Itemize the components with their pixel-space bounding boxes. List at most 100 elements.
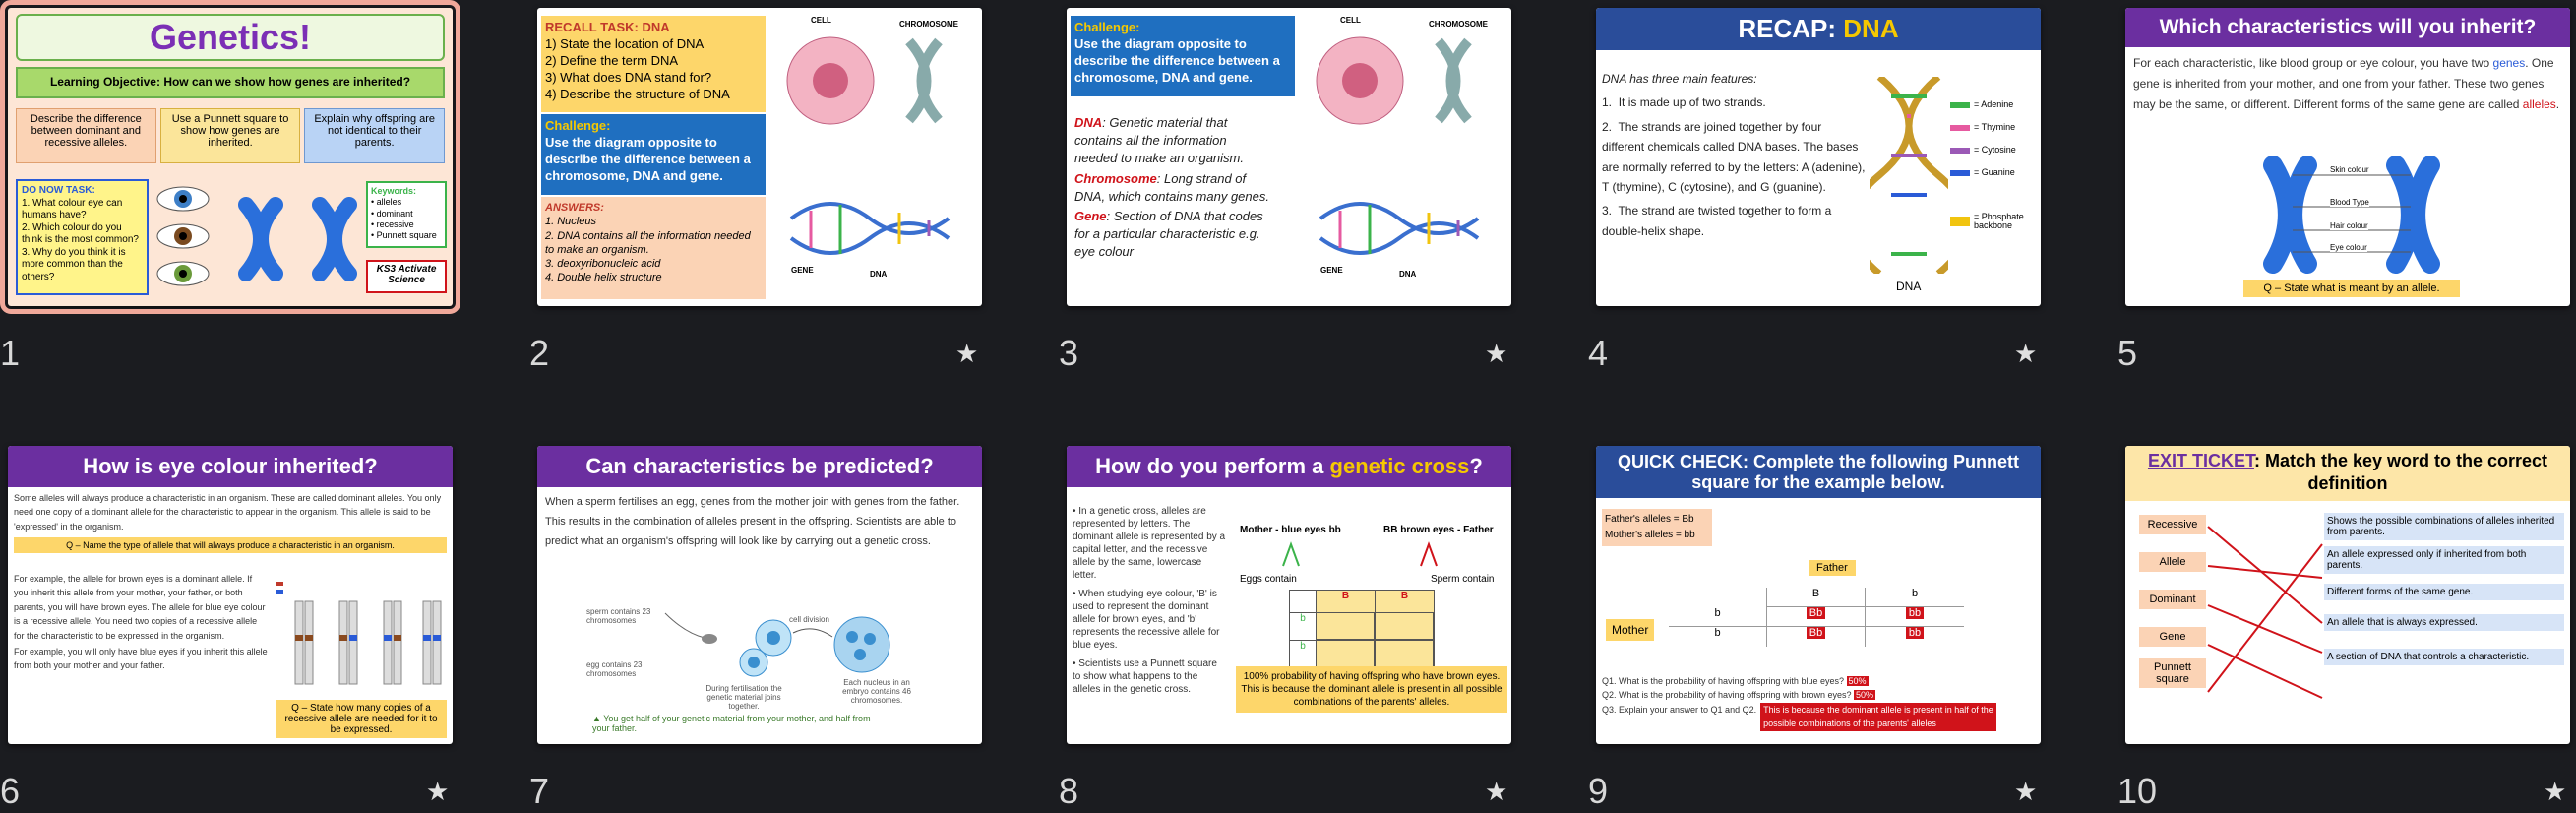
slide-thumbnail[interactable]: Can characteristics be predicted? When a… xyxy=(537,446,982,744)
base-legend: = Adenine = Thymine = Cytosine = Guanine… xyxy=(1950,100,2035,230)
slide-thumbnail[interactable]: QUICK CHECK: Complete the following Punn… xyxy=(1596,446,2041,744)
slide-tile-3[interactable]: Challenge: Use the diagram opposite to d… xyxy=(1059,8,1519,373)
legend-swatch xyxy=(1950,124,1970,131)
punnett-header: b xyxy=(1290,640,1316,667)
triangle-icon: ▲ xyxy=(592,714,604,723)
animation-star-icon[interactable]: ★ xyxy=(426,777,450,806)
punnett-header: b xyxy=(1669,627,1767,647)
father-label: BB brown eyes - Father xyxy=(1383,525,1494,535)
result-note: 100% probability of having offspring who… xyxy=(1236,666,1507,713)
dna-diagram: CELL CHROMOSOME GENE DNA xyxy=(1301,12,1507,303)
punnett-header: B xyxy=(1375,591,1434,612)
slide-tile-9[interactable]: QUICK CHECK: Complete the following Punn… xyxy=(1588,446,2049,811)
slide-title: Genetics! xyxy=(16,14,445,61)
paragraph: Some alleles will always produce a chara… xyxy=(14,493,442,532)
keyword: • dominant xyxy=(371,208,413,219)
chromosome-image xyxy=(236,195,364,283)
challenge-text: Use the diagram opposite to describe the… xyxy=(545,134,751,183)
legend-swatch xyxy=(1950,217,1970,226)
recall-box: RECALL TASK: DNA 1) State the location o… xyxy=(541,16,766,112)
footer-note: ▲ You get half of your genetic material … xyxy=(592,714,871,733)
animation-star-icon[interactable]: ★ xyxy=(2014,777,2038,806)
slide-thumbnail[interactable]: RECALL TASK: DNA 1) State the location o… xyxy=(537,8,982,306)
diagram-label: cell division xyxy=(789,615,829,624)
slide-number: 5 xyxy=(2117,333,2138,373)
slide-thumbnail[interactable]: RECAP: DNA DNA has three main features: … xyxy=(1596,8,2041,306)
diagram-label: GENE xyxy=(791,266,814,275)
slide-thumbnail[interactable]: How is eye colour inherited? Some allele… xyxy=(8,446,453,744)
animation-star-icon[interactable]: ★ xyxy=(2014,339,2038,368)
slide-tile-10[interactable]: EXIT TICKET: Match the key word to the c… xyxy=(2117,446,2576,811)
slide-title: How do you perform a genetic cross? xyxy=(1067,446,1511,487)
punnett-cell: Bb xyxy=(1767,627,1866,647)
question-3: Q3. Explain your answer to Q1 and Q2.Thi… xyxy=(1602,702,2035,731)
slide-tile-4[interactable]: RECAP: DNA DNA has three main features: … xyxy=(1588,8,2049,373)
diagram-label: During fertilisation the genetic materia… xyxy=(705,684,782,711)
challenge-box: Challenge: Use the diagram opposite to d… xyxy=(1071,16,1295,96)
keyword: • recessive xyxy=(371,219,414,229)
trait-label: Eye colour xyxy=(2330,243,2367,252)
challenge-box: Challenge: Use the diagram opposite to d… xyxy=(541,114,766,195)
punnett-cell xyxy=(1316,640,1375,667)
word-list: Recessive Allele Dominant Gene Punnett s… xyxy=(2139,515,2206,688)
slide-thumbnail[interactable]: Challenge: Use the diagram opposite to d… xyxy=(1067,8,1511,306)
answer-2: 50% xyxy=(1853,690,1875,701)
feature-item: 3. The strand are twisted together to fo… xyxy=(1602,204,1832,238)
slide-thumbnail[interactable]: Genetics! Learning Objective: How can we… xyxy=(0,0,460,314)
slide-thumbnail[interactable]: How do you perform a genetic cross? • In… xyxy=(1067,446,1511,744)
legend-item: = Thymine xyxy=(1950,123,2035,132)
punnett-header: B xyxy=(1316,591,1375,612)
animation-star-icon[interactable]: ★ xyxy=(1485,777,1508,806)
slide-tile-5[interactable]: Which characteristics will you inherit? … xyxy=(2117,8,2576,373)
bullet-item: • When studying eye colour, 'B' is used … xyxy=(1073,589,1220,651)
chromosome-pairs-image xyxy=(276,580,443,688)
slide-tile-2[interactable]: RECALL TASK: DNA 1) State the location o… xyxy=(529,8,990,373)
key-word: Dominant xyxy=(2139,590,2206,609)
key-word: Punnett square xyxy=(2139,658,2206,688)
slide-number: 4 xyxy=(1588,333,1609,373)
question-bar: Q – State what is meant by an allele. xyxy=(2243,280,2460,297)
slide-tile-6[interactable]: How is eye colour inherited? Some allele… xyxy=(0,446,460,811)
animation-star-icon[interactable]: ★ xyxy=(1485,339,1508,368)
slide-tile-7[interactable]: Can characteristics be predicted? When a… xyxy=(529,446,990,811)
paragraph-text: For example, you will only have blue eye… xyxy=(14,646,268,671)
answers-box: ANSWERS: 1. Nucleus 2. DNA contains all … xyxy=(541,197,766,299)
definition: Shows the possible combinations of allel… xyxy=(2324,513,2564,540)
punnett-header: b xyxy=(1669,607,1767,627)
question-1: Q1. What is the probability of having of… xyxy=(1602,676,1869,686)
keywords-title: Keywords: xyxy=(371,186,417,196)
definition: A section of DNA that controls a charact… xyxy=(2324,649,2564,665)
answer: 1. Nucleus xyxy=(545,216,596,228)
alleles-box: Father's alleles = Bb Mother's alleles =… xyxy=(1602,509,1712,546)
animation-star-icon[interactable]: ★ xyxy=(955,339,979,368)
slide-thumbnail[interactable]: EXIT TICKET: Match the key word to the c… xyxy=(2125,446,2570,744)
punnett-header: b xyxy=(1290,612,1316,640)
bullet-item: • In a genetic cross, alleles are repres… xyxy=(1073,506,1226,581)
dna-diagram: CELL CHROMOSOME GENE DNA xyxy=(771,12,978,303)
question-bar: Q – Name the type of allele that will al… xyxy=(14,537,447,554)
father-label: Father xyxy=(1809,560,1856,576)
slide-title: How is eye colour inherited? xyxy=(8,446,453,487)
slide-tile-8[interactable]: How do you perform a genetic cross? • In… xyxy=(1059,446,1519,811)
slide-tile-1[interactable]: Genetics! Learning Objective: How can we… xyxy=(0,0,460,373)
ks3-label: KS3 Activate Science xyxy=(366,260,447,293)
slide-number: 9 xyxy=(1588,771,1609,811)
punnett-cell: bb xyxy=(1866,627,1964,647)
trait-label: Skin colour xyxy=(2330,165,2369,174)
answer: 4. Double helix structure xyxy=(545,272,662,284)
outcome-box: Use a Punnett square to show how genes a… xyxy=(159,108,301,163)
diagram-label: DNA xyxy=(870,270,888,279)
animation-star-icon[interactable]: ★ xyxy=(2544,777,2567,806)
punnett-square: B b b Bb bb b Bb bb xyxy=(1669,588,1964,647)
punnett-cell: bb xyxy=(1866,607,1964,627)
match-lines xyxy=(2206,515,2324,721)
punnett-header: B xyxy=(1767,588,1866,607)
question-2: Q2. What is the probability of having of… xyxy=(1602,690,1875,701)
challenge-title: Challenge: xyxy=(1074,20,1140,34)
definition: An allele that is always expressed. xyxy=(2324,614,2564,631)
eyes-image xyxy=(153,181,213,293)
keyword: • alleles xyxy=(371,197,402,208)
slide-thumbnail[interactable]: Which characteristics will you inherit? … xyxy=(2125,8,2570,306)
answer: 3. deoxyribonucleic acid xyxy=(545,258,661,271)
